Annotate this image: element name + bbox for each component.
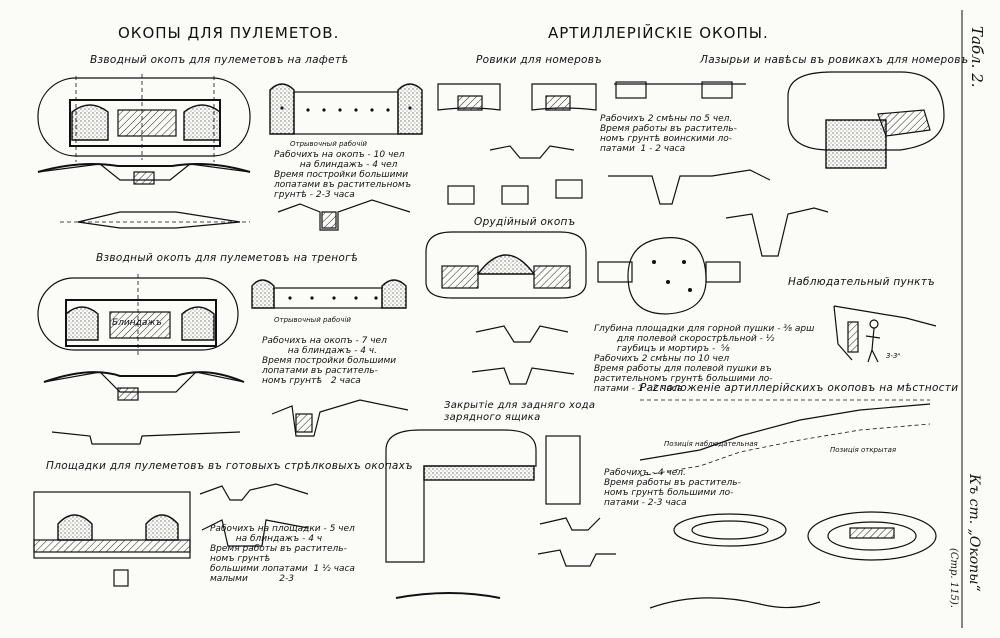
label-blindage: Блиндажъ xyxy=(112,318,162,328)
note-crew-pit-workers: Рабочихъ 2 смѣны по 5 чел. Время работы … xyxy=(600,114,737,154)
subtitle-limber-cover: Закрытіе для задняго хода зарядного ящик… xyxy=(444,400,596,423)
mg-carriage-section xyxy=(37,163,251,229)
subtitle-ready-platforms: Площадки для пулеметовъ въ готовыхъ стрѣ… xyxy=(46,460,413,472)
label-observer-scale: 3-3ᴬ xyxy=(886,352,901,360)
label-cut-carriage: Отрывочный рабочій xyxy=(290,140,367,148)
page-reference: (Стр. 115). xyxy=(948,548,959,608)
subtitle-platoon-tripod: Взводный окопъ для пулеметовъ на треногѣ xyxy=(96,252,359,264)
plate-number: Табл. 2. xyxy=(968,26,986,88)
limber-cover-plan xyxy=(385,429,616,599)
subtitle-observation-point: Наблюдательный пунктъ xyxy=(788,276,935,288)
mg-tripod-plan xyxy=(37,274,239,358)
label-layout-b: Позиція открытая xyxy=(830,446,897,454)
note-platform-workers: Рабочихъ на площадки - 5 чел на блиндажъ… xyxy=(210,524,355,584)
label-layout-a: Позиція наблюдательная xyxy=(664,440,758,448)
mg-tripod-emplacement xyxy=(251,279,409,437)
crew-pits xyxy=(437,83,597,205)
subtitle-gun-trench: Орудійный окопъ xyxy=(474,216,576,228)
note-tripod-workers: Рабочихъ на окопъ - 7 чел на блиндажъ - … xyxy=(262,336,397,386)
dugout-plan xyxy=(787,71,945,169)
observation-point xyxy=(833,305,937,363)
subtitle-platoon-carriage: Взводный окопъ для пулеметовъ на лафетѣ xyxy=(90,54,349,66)
mg-tripod-section xyxy=(43,371,245,445)
header-machine-gun-trenches: ОКОПЫ ДЛЯ ПУЛЕМЕТОВ. xyxy=(118,24,340,42)
header-artillery-trenches: АРТИЛЛЕРІЙСКІЕ ОКОПЫ. xyxy=(548,24,769,42)
contour-sketches xyxy=(649,511,937,609)
mg-ready-platforms-section xyxy=(199,483,309,547)
mg-carriage-emplacement xyxy=(269,83,423,231)
article-reference: Къ ст. „Окопы“ xyxy=(966,474,982,592)
dugout-section xyxy=(725,207,829,257)
note-limber-cover-workers: Рабочихъ - 4 чел. Время работы въ растит… xyxy=(604,468,741,508)
gun-trench-sections xyxy=(471,325,575,385)
subtitle-crew-pits: Ровики для номеровъ xyxy=(476,54,602,66)
gun-pit-plan xyxy=(597,237,741,315)
mg-ready-platforms-plan xyxy=(33,491,191,587)
gun-trench-plan xyxy=(425,231,587,299)
subtitle-dugouts: Лазырьи и навѣсы въ ровикахъ для номеров… xyxy=(700,54,969,66)
subtitle-terrain-layout: Расположеніе артиллерійскихъ окоповъ на … xyxy=(640,382,959,394)
note-carriage-workers: Рабочихъ на окопъ - 10 чел на блиндажъ -… xyxy=(274,150,412,200)
mg-carriage-plan xyxy=(37,74,251,162)
crew-section-1 xyxy=(608,81,771,205)
terrain-layout xyxy=(639,399,931,477)
label-cut-tripod: Отрывочный рабочій xyxy=(274,316,351,324)
note-gun-trench-depth: Глубина площадки для горной пушки - ⅜ ар… xyxy=(594,324,815,394)
